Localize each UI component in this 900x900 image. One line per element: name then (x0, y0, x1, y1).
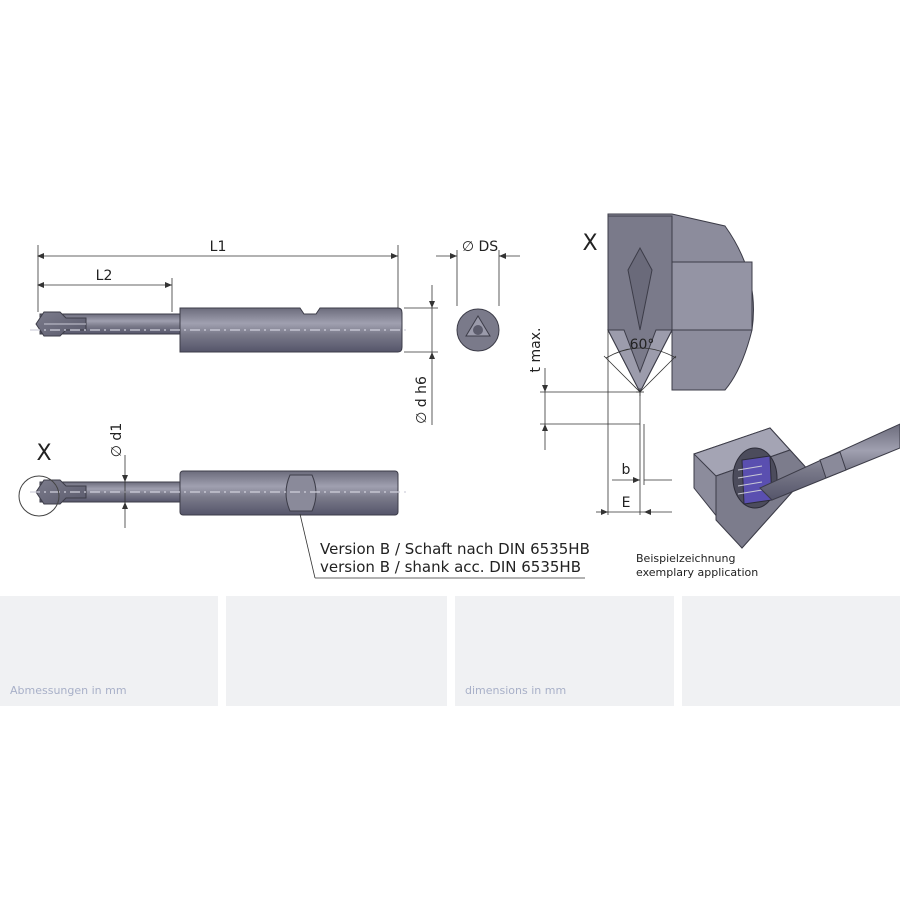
example-note-de: Beispielzeichnung (636, 552, 735, 565)
label-L1: L1 (210, 239, 227, 255)
version-note: Version B / Schaft nach DIN 6535HB versi… (299, 513, 590, 579)
footer-panels: Abmessungen in mm dimensions in mm (0, 596, 900, 706)
footer-panel-2 (226, 596, 447, 706)
label-DS: ∅ DS (462, 239, 498, 255)
label-angle-60: 60° (630, 337, 655, 353)
detail-marker-X-left: X (36, 441, 51, 466)
version-note-en: version B / shank acc. DIN 6535HB (320, 558, 581, 576)
detail-X-tip: X 60° t max. b E (528, 213, 754, 515)
tool-side-view-top (30, 307, 410, 353)
example-note-en: exemplary application (636, 566, 758, 579)
dimension-L2: L2 (37, 268, 173, 312)
label-d1: ∅ d1 (109, 423, 125, 457)
label-d-h6: ∅ d h6 (414, 376, 430, 424)
footer-panel-4 (682, 596, 900, 706)
version-note-de: Version B / Schaft nach DIN 6535HB (320, 540, 590, 558)
label-E: E (622, 495, 631, 511)
dimension-L1: L1 (37, 239, 399, 312)
label-L2: L2 (96, 268, 113, 284)
end-view-DS: ∅ DS (436, 239, 520, 352)
footer-text-de: Abmessungen in mm (10, 684, 127, 697)
label-b: b (622, 462, 631, 478)
detail-marker-X-right: X (582, 231, 597, 256)
label-t-max: t max. (528, 328, 544, 373)
tool-side-view-bottom: X (18, 441, 410, 517)
footer-panel-3 (455, 596, 674, 706)
example-application-illustration: Beispielzeichnung exemplary application (636, 423, 900, 579)
footer-text-en: dimensions in mm (465, 684, 566, 697)
dimension-d1: ∅ d1 (109, 423, 128, 528)
footer-panel-1 (0, 596, 218, 706)
dimension-d-h6: ∅ d h6 (404, 285, 438, 425)
